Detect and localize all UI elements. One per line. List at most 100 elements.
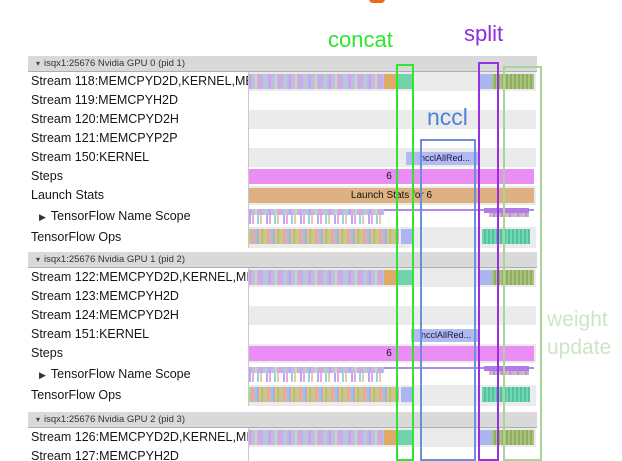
row-label: Stream 127:MEMCPYH2D: [28, 447, 249, 461]
device-section-header[interactable]: ▾isqx1:25676 Nvidia GPU 1 (pid 2): [28, 252, 537, 268]
memcpy-blue-segment[interactable]: [480, 270, 492, 285]
row-label-text: Stream 150:KERNEL: [31, 150, 150, 164]
concat-annotation-label: concat: [328, 27, 393, 52]
nccl-allreduce-event-label: ncclAllRed...: [421, 330, 472, 340]
name-scope-activity-segment[interactable]: [249, 209, 384, 215]
split-annotation-label: split: [464, 21, 504, 46]
memcpy-blue-segment[interactable]: [480, 430, 492, 445]
tf-ops-teal-segment[interactable]: [482, 229, 530, 244]
memcpy-orange-segment[interactable]: [384, 430, 397, 445]
timeline-track: [249, 306, 536, 325]
device-section-title: isqx1:25676 Nvidia GPU 0 (pid 1): [44, 58, 186, 69]
trace-row: Stream 124:MEMCPYD2H: [28, 306, 537, 325]
kernel-activity-segment[interactable]: [249, 430, 384, 445]
row-label-text: Stream 120:MEMCPYD2H: [31, 112, 179, 126]
steps-bar[interactable]: 6: [249, 346, 534, 361]
row-label-text: TensorFlow Ops: [31, 230, 122, 244]
memcpy-mint-segment[interactable]: [397, 74, 412, 89]
weight-update-activity-segment[interactable]: [492, 430, 534, 445]
row-label: Stream 121:MEMCPYP2P: [28, 129, 249, 148]
nccl-region-box: [420, 139, 476, 461]
nccl-allreduce-event[interactable]: ncclAllRed...: [406, 152, 479, 165]
row-label-text: Stream 151:KERNEL: [31, 327, 150, 341]
row-label-text: Launch Stats: [31, 188, 104, 202]
row-label-text: Stream 122:MEMCPYD2D,KERNEL,MI: [31, 270, 249, 284]
collapse-triangle-icon[interactable]: ▾: [36, 415, 41, 424]
expand-triangle-icon[interactable]: ▶: [39, 212, 46, 222]
memcpy-orange-segment[interactable]: [384, 270, 397, 285]
row-label[interactable]: ▶TensorFlow Name Scope: [28, 205, 249, 227]
name-scope-violet-segment[interactable]: [484, 366, 529, 371]
name-scope-right-segment[interactable]: [489, 371, 529, 375]
row-label: Stream 122:MEMCPYD2D,KERNEL,MI: [28, 268, 249, 287]
tf-ops-activity-segment[interactable]: [249, 387, 399, 402]
timeline-track: [249, 268, 536, 287]
row-label-text: Stream 127:MEMCPYH2D: [31, 449, 179, 461]
name-scope-violet-segment[interactable]: [484, 208, 529, 213]
expand-triangle-icon[interactable]: ▶: [39, 370, 46, 380]
row-label: Stream 120:MEMCPYD2H: [28, 110, 249, 129]
row-label: Launch Stats: [28, 186, 249, 205]
weight-update-activity-segment[interactable]: [492, 270, 534, 285]
row-label: Stream 126:MEMCPYD2D,KERNEL,MI: [28, 428, 249, 447]
name-scope-jagged-segment[interactable]: [249, 215, 384, 224]
trace-row: Stream 127:MEMCPYH2D: [28, 447, 537, 461]
launch-stats-bar[interactable]: Launch Stats for 6: [249, 188, 534, 203]
step-number: 6: [386, 348, 392, 359]
memcpy-blue-segment[interactable]: [480, 74, 492, 89]
collapse-triangle-icon[interactable]: ▾: [36, 59, 41, 68]
memcpy-mint-segment[interactable]: [397, 270, 412, 285]
timeline-track: [249, 428, 536, 447]
row-label-text: Steps: [31, 346, 63, 360]
row-label: TensorFlow Ops: [28, 385, 249, 406]
row-label: Stream 123:MEMCPYH2D: [28, 287, 249, 306]
row-label: Stream 119:MEMCPYH2D: [28, 91, 249, 110]
trace-row: TensorFlow Ops: [28, 227, 537, 248]
tf-ops-blue-segment[interactable]: [401, 387, 412, 402]
timeline-track: [249, 91, 536, 110]
timeline-track: [249, 447, 536, 461]
timeline-track: Launch Stats for 6: [249, 186, 536, 205]
weight-update-activity-segment[interactable]: [492, 74, 534, 89]
row-label[interactable]: ▶ TensorFlow Name Scope: [28, 363, 249, 385]
steps-bar[interactable]: 6: [249, 169, 534, 184]
trace-row: Stream 150:KERNEL ncclAllRed...: [28, 148, 537, 167]
timeline-track: ncclAllRed...: [249, 148, 536, 167]
trace-row: Stream 122:MEMCPYD2D,KERNEL,MI: [28, 268, 537, 287]
tf-ops-teal-segment[interactable]: [482, 387, 530, 402]
name-scope-activity-segment[interactable]: [249, 367, 384, 373]
timeline-track: [249, 287, 536, 306]
trace-row: Stream 126:MEMCPYD2D,KERNEL,MI: [28, 428, 537, 447]
kernel-activity-segment[interactable]: [249, 270, 384, 285]
trace-row: Stream 118:MEMCPYD2D,KERNEL,ME: [28, 72, 537, 91]
device-section-header[interactable]: ▾isqx1:25676 Nvidia GPU 2 (pid 3): [28, 412, 537, 428]
row-label-text: TensorFlow Ops: [31, 388, 122, 402]
name-scope-right-segment[interactable]: [489, 213, 529, 217]
row-label-text: Stream 123:MEMCPYH2D: [31, 289, 179, 303]
tf-ops-activity-segment[interactable]: [249, 229, 399, 244]
trace-row: Stream 123:MEMCPYH2D: [28, 287, 537, 306]
row-label-text: TensorFlow Name Scope: [50, 367, 191, 381]
split-region-box: [478, 62, 499, 461]
memcpy-mint-segment[interactable]: [397, 430, 412, 445]
timeline-track: 6: [249, 167, 536, 186]
tf-ops-blue-segment[interactable]: [401, 229, 412, 244]
timeline-track: [249, 129, 536, 148]
orange-text-fragment: [369, 0, 385, 3]
kernel-activity-segment[interactable]: [249, 74, 384, 89]
timeline-track: [249, 72, 536, 91]
row-label-text: Stream 126:MEMCPYD2D,KERNEL,MI: [31, 430, 249, 444]
trace-row: ▶ TensorFlow Name Scope: [28, 363, 537, 385]
trace-row: Steps 6: [28, 344, 537, 363]
weight-update-annotation-label: weight update: [547, 306, 611, 362]
trace-row: Stream 119:MEMCPYH2D: [28, 91, 537, 110]
nccl-allreduce-event[interactable]: ncclAllRed...: [411, 329, 479, 342]
memcpy-orange-segment[interactable]: [384, 74, 397, 89]
device-section-header[interactable]: ▾isqx1:25676 Nvidia GPU 0 (pid 1): [28, 56, 537, 72]
name-scope-jagged-segment[interactable]: [249, 373, 384, 382]
weight-update-line1: weight: [547, 308, 608, 331]
collapse-triangle-icon[interactable]: ▾: [36, 255, 41, 264]
nccl-allreduce-event-label: ncclAllRed...: [420, 153, 471, 163]
trace-row: ▶TensorFlow Name Scope: [28, 205, 537, 227]
profiler-sections: ▾isqx1:25676 Nvidia GPU 0 (pid 1)Stream …: [0, 56, 622, 461]
